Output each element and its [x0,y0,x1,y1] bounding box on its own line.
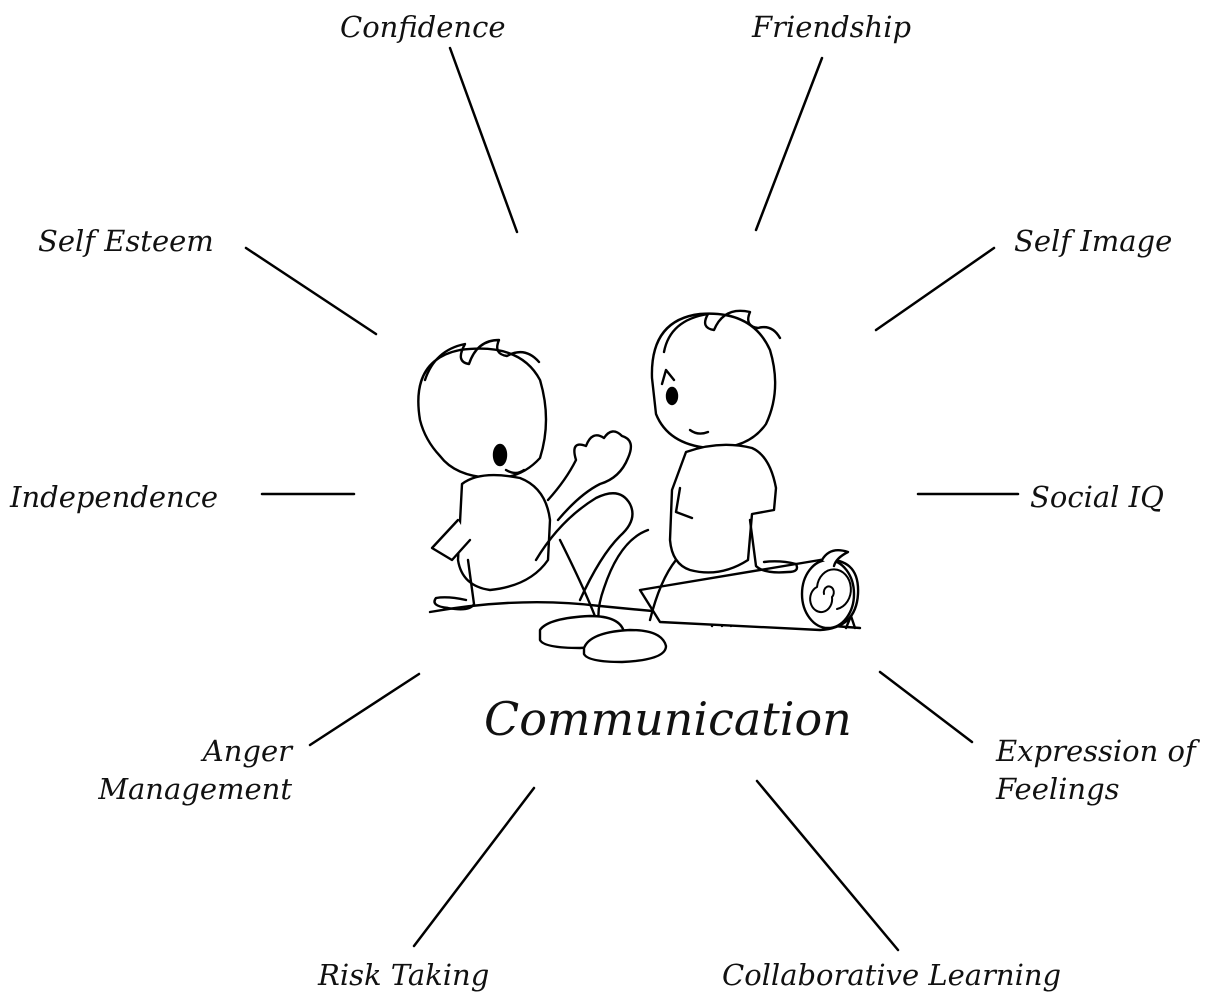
label-self-image: Self Image [1014,224,1173,258]
children-sitting-on-log-illustration [417,309,862,664]
label-expression-of-feelings-line1: Expression of [996,734,1196,768]
label-risk-taking: Risk Taking [318,958,490,992]
spoke-confidence [448,46,519,234]
spoke-risk-taking [412,786,536,948]
label-anger-management-line1: Anger [202,734,292,768]
label-self-esteem: Self Esteem [38,224,214,258]
spoke-self-esteem [244,246,378,336]
spoke-collaborative-learning [755,779,900,952]
label-collaborative-learning: Collaborative Learning [722,958,1062,992]
label-anger-management-line2: Management [98,772,292,806]
label-social-iq: Social IQ [1030,480,1164,514]
label-expression-of-feelings-line2: Feelings [996,772,1120,806]
spoke-expression-of-feelings [878,670,974,744]
spoke-anger-management [308,672,421,747]
label-friendship: Friendship [752,10,912,44]
spoke-friendship [754,56,824,232]
spoke-self-image [874,246,996,332]
label-confidence: Confidence [340,10,506,44]
center-label-communication: Communication [484,692,852,746]
label-independence: Independence [10,480,219,514]
